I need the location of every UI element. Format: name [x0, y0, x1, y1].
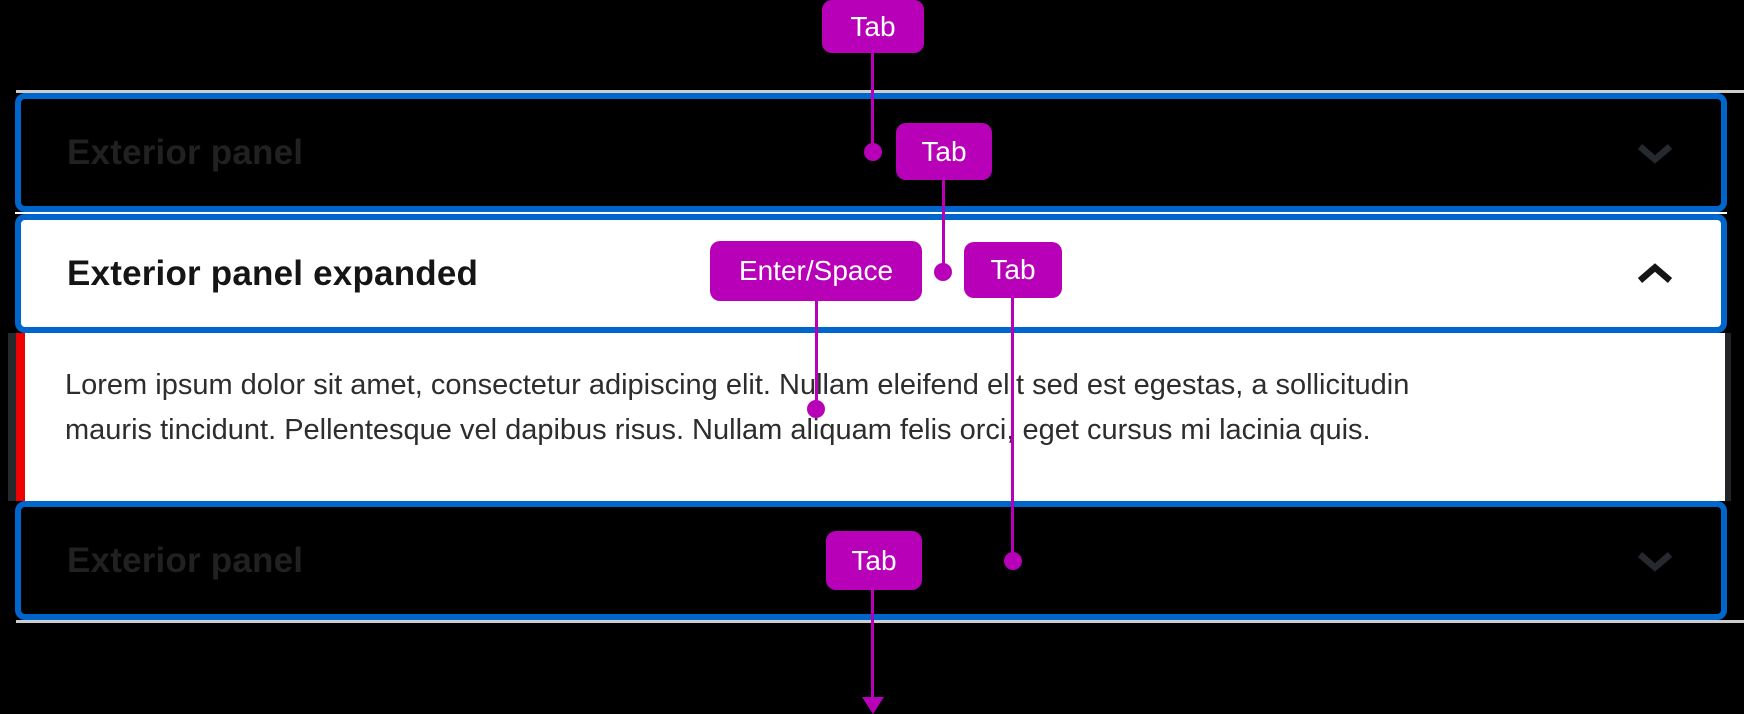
bottom-divider: [16, 620, 1744, 623]
annotation-line: [942, 180, 945, 272]
accordion-toggle-label: Exterior panel expanded: [67, 253, 479, 293]
key-badge-tab-expanded-header: Tab: [964, 242, 1062, 298]
top-divider: [16, 90, 1744, 93]
annotation-dot: [934, 263, 952, 281]
chevron-down-icon: [1637, 142, 1673, 164]
content-left-shadow: [8, 333, 17, 501]
accordion-toggle-expanded[interactable]: Exterior panel expanded: [15, 214, 1727, 333]
key-badge-tab-before-first-panel: Tab: [822, 0, 924, 53]
content-line-2: mauris tincidunt. Pellentesque vel dapib…: [65, 414, 1371, 446]
annotation-line: [871, 53, 874, 152]
annotation-line: [815, 301, 818, 409]
chevron-up-icon: [1637, 262, 1673, 285]
content-line-1: Lorem ipsum dolor sit amet, consectetur …: [65, 369, 1410, 401]
expanded-content-text: Lorem ipsum dolor sit amet, consectetur …: [65, 363, 1409, 453]
annotation-dot: [1004, 552, 1022, 570]
annotation-line: [1011, 298, 1014, 561]
accordion-toggle-label: Exterior panel: [67, 132, 304, 172]
annotation-dot: [864, 143, 882, 161]
accordion-toggle-label: Exterior panel: [67, 540, 304, 580]
annotation-dot: [807, 400, 825, 418]
accordion-expanded-content: Lorem ipsum dolor sit amet, consectetur …: [16, 333, 1731, 501]
key-badge-tab-last-panel: Tab: [826, 531, 922, 590]
key-badge-enter-space: Enter/Space: [710, 241, 922, 301]
annotation-arrowhead-icon: [862, 697, 884, 714]
chevron-down-icon: [1637, 550, 1673, 572]
panel-separator: [15, 212, 1727, 214]
annotation-line: [871, 590, 874, 698]
key-badge-tab-first-panel: Tab: [896, 123, 992, 180]
